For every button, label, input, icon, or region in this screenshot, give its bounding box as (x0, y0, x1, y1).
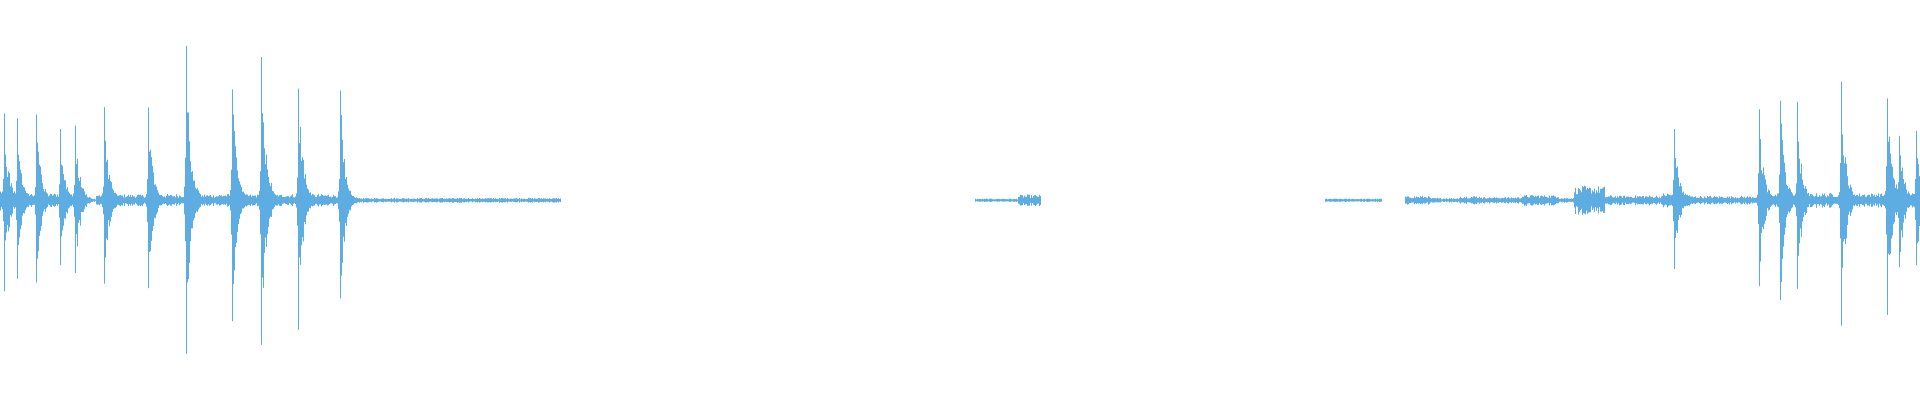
waveform-samples (0, 45, 1920, 354)
